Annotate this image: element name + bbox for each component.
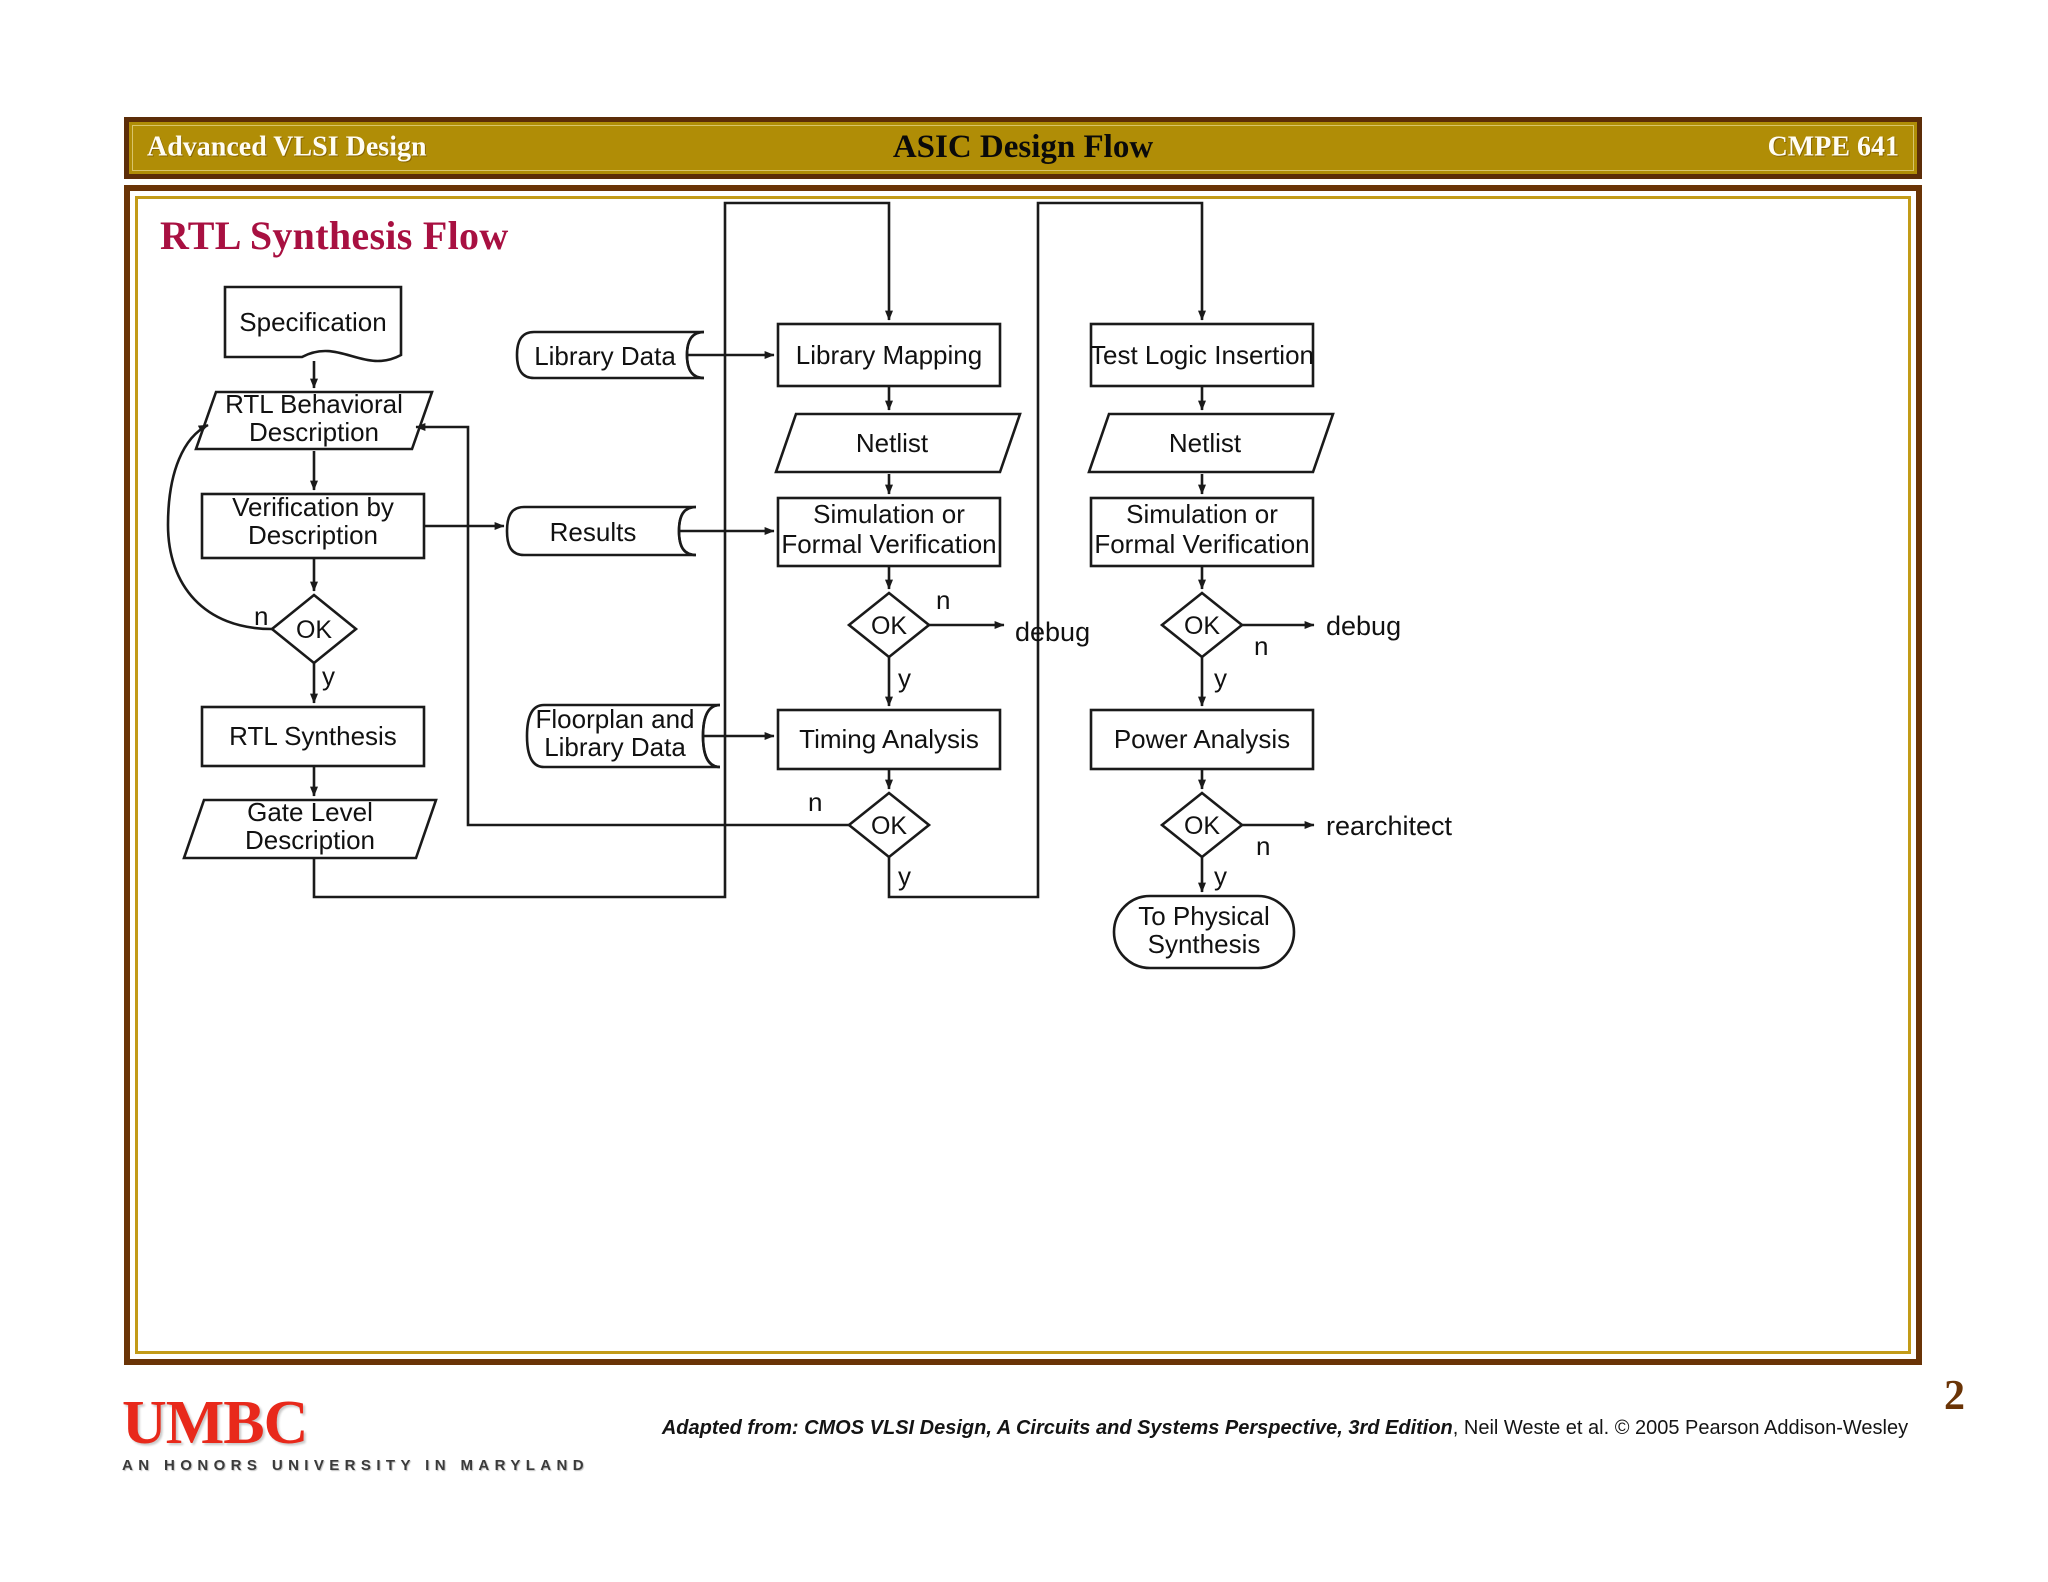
label-ok-middle-1: OK	[871, 612, 907, 640]
label-timing-analysis: Timing Analysis	[799, 724, 979, 754]
terminal-label-rearchitect: rearchitect	[1326, 811, 1453, 841]
label-to-physical-line2: Synthesis	[1148, 929, 1261, 959]
edge-ok-middle-2-yes-to-test-logic	[887, 201, 1206, 899]
node-netlist-middle	[774, 412, 1022, 474]
node-gate-level-description	[182, 798, 438, 860]
label-rtl-behavioral-line1: RTL Behavioral	[225, 389, 403, 419]
label-ok-right-2: OK	[1184, 812, 1220, 840]
label-netlist-middle: Netlist	[856, 428, 929, 458]
label-sim-formal-right-line2: Formal Verification	[1094, 529, 1309, 559]
label-gate-level-line2: Description	[245, 825, 375, 855]
label-rtl-synthesis: RTL Synthesis	[229, 721, 397, 751]
content-frame-inner	[135, 196, 1911, 1354]
edge-ok-middle-2-no-feedback-to-rtl-behavioral	[415, 423, 849, 827]
umbc-logo: UMBC AN HONORS UNIVERSITY IN MARYLAND	[122, 1389, 589, 1474]
edge-label-ok-right2-yes: y	[1214, 861, 1227, 891]
course-name: Advanced VLSI Design	[147, 131, 427, 163]
attribution-prefix: Adapted from:	[661, 1417, 805, 1439]
label-sim-formal-mid-line2: Formal Verification	[781, 529, 996, 559]
label-floorplan-line1: Floorplan and	[536, 704, 695, 734]
umbc-tagline: AN HONORS UNIVERSITY IN MARYLAND	[122, 1457, 589, 1474]
label-rtl-behavioral-line2: Description	[249, 417, 379, 447]
label-library-mapping: Library Mapping	[796, 340, 982, 370]
edge-label-ok-left-no: n	[254, 601, 268, 631]
attribution-title: CMOS VLSI Design, A Circuits and Systems…	[804, 1417, 1453, 1439]
label-to-physical-line1: To Physical	[1138, 901, 1270, 931]
label-ok-left: OK	[296, 616, 332, 644]
rtl-synthesis-flowchart: Specification RTL Behavioral Description…	[166, 201, 1453, 970]
attribution: Adapted from: CMOS VLSI Design, A Circui…	[640, 1417, 1930, 1440]
title-bar-inner: Advanced VLSI Design ASIC Design Flow CM…	[132, 125, 1914, 171]
edge-label-ok-right1-yes: y	[1214, 663, 1227, 693]
label-verification-line1: Verification by	[232, 492, 394, 522]
umbc-wordmark: UMBC	[122, 1389, 308, 1457]
page-number: 2	[1944, 1373, 1965, 1419]
edge-label-ok-mid2-yes: y	[898, 861, 911, 891]
page-title: ASIC Design Flow	[892, 128, 1154, 165]
label-library-data: Library Data	[534, 341, 676, 371]
label-test-logic-insertion: Test Logic Insertion	[1090, 340, 1314, 370]
course-code: CMPE 641	[1767, 131, 1899, 163]
slide-heading: RTL Synthesis Flow	[160, 213, 509, 258]
edge-ok-left-no-feedback	[166, 423, 273, 631]
label-power-analysis: Power Analysis	[1114, 724, 1290, 754]
edge-label-ok-right2-no: n	[1256, 831, 1270, 861]
label-sim-formal-mid-line1: Simulation or	[813, 499, 965, 529]
label-ok-right-1: OK	[1184, 612, 1220, 640]
label-ok-middle-2: OK	[871, 812, 907, 840]
label-verification-line2: Description	[248, 520, 378, 550]
label-netlist-right: Netlist	[1169, 428, 1242, 458]
content-frame	[124, 185, 1922, 1365]
edge-label-ok-right1-no: n	[1254, 631, 1268, 661]
label-gate-level-line1: Gate Level	[247, 797, 373, 827]
node-to-physical-synthesis	[1112, 894, 1296, 970]
terminal-label-debug-middle: debug	[1015, 617, 1090, 647]
label-sim-formal-right-line1: Simulation or	[1126, 499, 1278, 529]
edge-label-ok-left-yes: y	[322, 661, 335, 691]
label-floorplan-line2: Library Data	[544, 732, 686, 762]
node-netlist-right	[1087, 412, 1335, 474]
label-specification: Specification	[239, 307, 386, 337]
edge-label-ok-mid1-no: n	[936, 585, 950, 615]
label-results: Results	[550, 517, 637, 547]
edge-label-ok-mid1-yes: y	[898, 663, 911, 693]
edge-label-ok-mid2-no: n	[808, 787, 822, 817]
edge-gate-level-to-library-mapping	[312, 201, 893, 899]
title-bar: Advanced VLSI Design ASIC Design Flow CM…	[124, 117, 1922, 179]
attribution-suffix: , Neil Weste et al. © 2005 Pearson Addis…	[1452, 1417, 1909, 1439]
terminal-label-debug-right: debug	[1326, 611, 1401, 641]
node-specification	[223, 285, 403, 363]
